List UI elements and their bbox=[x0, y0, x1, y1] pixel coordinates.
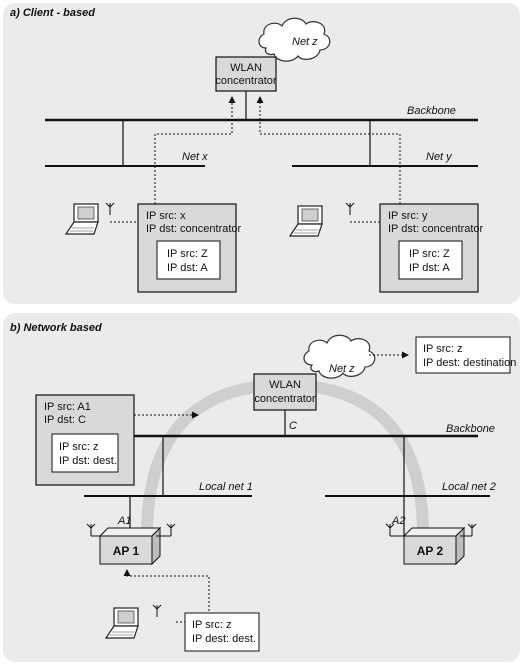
panel-b-net-z-cloud-icon bbox=[303, 334, 376, 379]
panel-b-tunnel-inner-line2: IP dst: dest. bbox=[59, 455, 117, 467]
panel-b-destination-packet bbox=[415, 336, 511, 374]
panel-a-concentrator-line2: concentrator bbox=[215, 75, 276, 87]
panel-a-right-inner-line1: IP src: Z bbox=[409, 248, 450, 260]
ap1-box-icon bbox=[98, 526, 162, 566]
panel-a-right-outer-line2: IP dst: concentrator bbox=[388, 223, 484, 235]
panel-b-title: b) Network based bbox=[10, 322, 102, 334]
net-z-cloud-icon bbox=[258, 17, 331, 62]
panel-b-dest-line2: IP dest: destination bbox=[423, 357, 516, 369]
panel-a-right-outer-line1: IP src: y bbox=[388, 210, 428, 222]
panel-a-net-x-label: Net x bbox=[182, 151, 208, 163]
panel-a-left-inner-packet bbox=[156, 240, 221, 280]
panel-b-a2-label: A2 bbox=[391, 515, 405, 527]
panel-a-cloud-label: Net z bbox=[292, 36, 318, 48]
panel-b-local-net1-label: Local net 1 bbox=[199, 481, 253, 493]
panel-a-left-outer-line1: IP src: x bbox=[146, 210, 186, 222]
panel-a-net-y-label: Net y bbox=[426, 151, 453, 163]
panel-a-tunnel-path-y bbox=[256, 96, 401, 204]
ap2-box-icon bbox=[402, 526, 466, 566]
panel-b-ap1-label: AP 1 bbox=[113, 544, 140, 558]
panel-a-left-outer-line2: IP dst: concentrator bbox=[146, 223, 242, 235]
panel-a-title: a) Client - based bbox=[10, 7, 95, 19]
panel-b-a1-label: A1 bbox=[117, 515, 131, 527]
panel-b-dest-line1: IP src: z bbox=[423, 343, 463, 355]
panel-b-wlan-concentrator bbox=[253, 373, 317, 411]
panel-b-tunnel-inner-packet bbox=[51, 433, 119, 473]
panel-b-backbone-label: Backbone bbox=[446, 423, 495, 435]
panel-a-right-inner-line2: IP dst: A bbox=[409, 262, 450, 274]
panel-client-based: a) Client - based Net z WLAN concentrato… bbox=[3, 3, 520, 304]
panel-a-wlan-concentrator bbox=[215, 56, 277, 92]
panel-a-concentrator-line1: WLAN bbox=[230, 62, 262, 74]
panel-b-tunnel-outer-line2: IP dst: C bbox=[44, 414, 86, 426]
panel-b-ap2-label: AP 2 bbox=[417, 544, 444, 558]
panel-network-based: b) Network based Net z IP src: z IP dest… bbox=[3, 313, 520, 662]
panel-a-left-inner-line1: IP src: Z bbox=[167, 248, 208, 260]
panel-b-local-net2-label: Local net 2 bbox=[442, 481, 496, 493]
panel-b-c-label: C bbox=[289, 420, 297, 432]
panel-b-client-line1: IP src: z bbox=[192, 619, 232, 631]
panel-b-client-line2: IP dest: dest. bbox=[192, 633, 256, 645]
panel-b-client-packet bbox=[184, 612, 260, 652]
panel-b-concentrator-line2: concentrator bbox=[254, 393, 315, 405]
panel-a-backbone-label: Backbone bbox=[407, 105, 456, 117]
panel-b-concentrator-line1: WLAN bbox=[269, 379, 301, 391]
panel-a-right-inner-packet bbox=[398, 240, 463, 280]
panel-a-tunnel-path-x bbox=[154, 96, 236, 204]
panel-b-tunnel-inner-line1: IP src: z bbox=[59, 441, 99, 453]
panel-b-tunnel-outer-line1: IP src: A1 bbox=[44, 401, 91, 413]
panel-b-cloud-label: Net z bbox=[329, 363, 355, 375]
panel-a-left-inner-line2: IP dst: A bbox=[167, 262, 208, 274]
